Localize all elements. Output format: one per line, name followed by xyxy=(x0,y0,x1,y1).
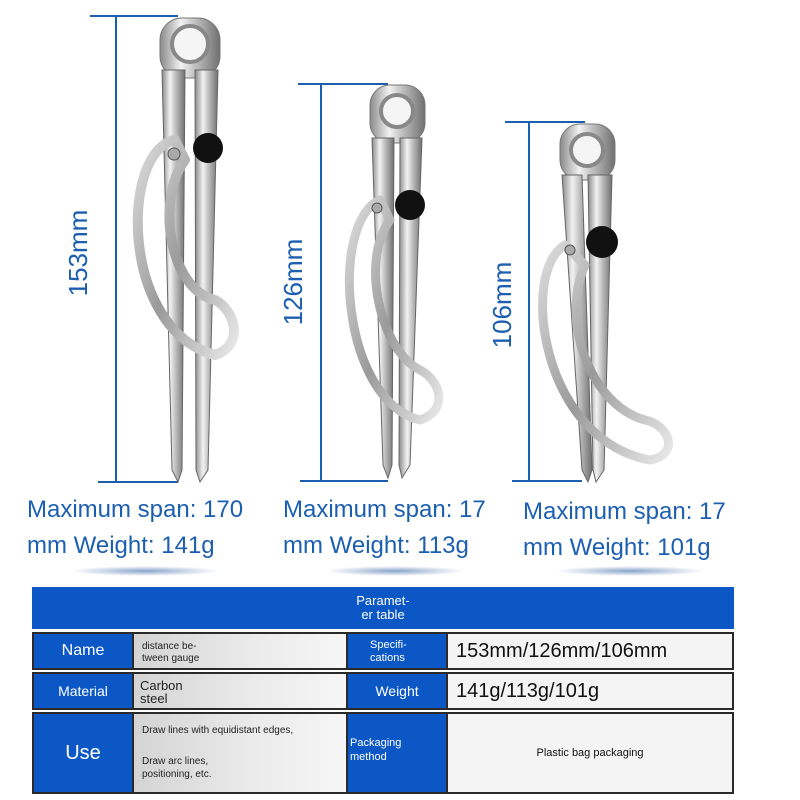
shadow-accent-1 xyxy=(70,566,220,576)
row-use-value-line2: Draw arc lines, xyxy=(142,756,209,767)
row-name-value-line2: tween gauge xyxy=(142,653,200,664)
row-weight-value: 141g/113g/101g xyxy=(446,672,734,710)
spec-small-line2: mm Weight: 101g xyxy=(523,534,711,561)
spec-large-line1: Maximum span: 170 xyxy=(27,496,244,523)
row-material-label: Material xyxy=(32,672,134,710)
row-weight-label: Weight xyxy=(346,672,448,710)
divider-gauge-medium xyxy=(344,84,444,480)
divider-gauge-large xyxy=(132,17,239,484)
row-material-value-line1: Carbon xyxy=(140,678,183,693)
row-spec-label-line1: Specifi- xyxy=(370,639,407,651)
spec-medium-line2: mm Weight: 113g xyxy=(283,532,469,559)
spec-text-large: Maximum span: 170 mm Weight: 141g xyxy=(27,492,245,564)
row-name-value: distance be- tween gauge xyxy=(132,632,348,670)
divider-gauge-illustrations xyxy=(132,17,673,484)
divider-gauge-small xyxy=(538,123,673,484)
row-packaging-label-line1: Packaging xyxy=(350,737,402,749)
spec-medium-line1: Maximum span: 17 xyxy=(283,496,486,523)
row-spec-value: 153mm/126mm/106mm xyxy=(446,632,734,670)
product-photo: 153mm 126mm 106mm xyxy=(27,15,753,576)
row-use-label: Use xyxy=(32,712,134,794)
row-name-value-line1: distance be- xyxy=(142,641,197,652)
shadow-accent-2 xyxy=(325,566,465,576)
row-material-value: Carbon steel xyxy=(132,672,348,710)
row-material-value-line2: steel xyxy=(140,691,168,706)
spec-text-medium: Maximum span: 17 mm Weight: 113g xyxy=(283,492,508,564)
table-title-line1: Paramet- xyxy=(356,593,410,608)
table-title: Paramet- er table xyxy=(32,587,734,629)
parameter-table: Paramet- er table Name distance be- twee… xyxy=(32,585,734,795)
spec-text-small: Maximum span: 17 mm Weight: 101g xyxy=(523,494,753,566)
row-name-label: Name xyxy=(32,632,134,670)
table-title-line2: er table xyxy=(361,607,405,622)
row-packaging-label-line2: method xyxy=(350,751,387,763)
spec-small-line1: Maximum span: 17 xyxy=(523,498,726,525)
row-use-value-line3: positioning, etc. xyxy=(142,769,212,780)
row-use-value: Draw lines with equidistant edges, Draw … xyxy=(132,712,348,794)
spec-large-line2: mm Weight: 141g xyxy=(27,532,215,559)
row-packaging-label: Packaging method xyxy=(346,712,448,794)
row-use-value-line1: Draw lines with equidistant edges, xyxy=(142,725,294,736)
row-packaging-value: Plastic bag packaging xyxy=(446,712,734,794)
row-spec-label-line2: cations xyxy=(370,652,405,664)
shadow-accent-3 xyxy=(555,566,705,576)
row-spec-label: Specifi- cations xyxy=(346,632,448,670)
